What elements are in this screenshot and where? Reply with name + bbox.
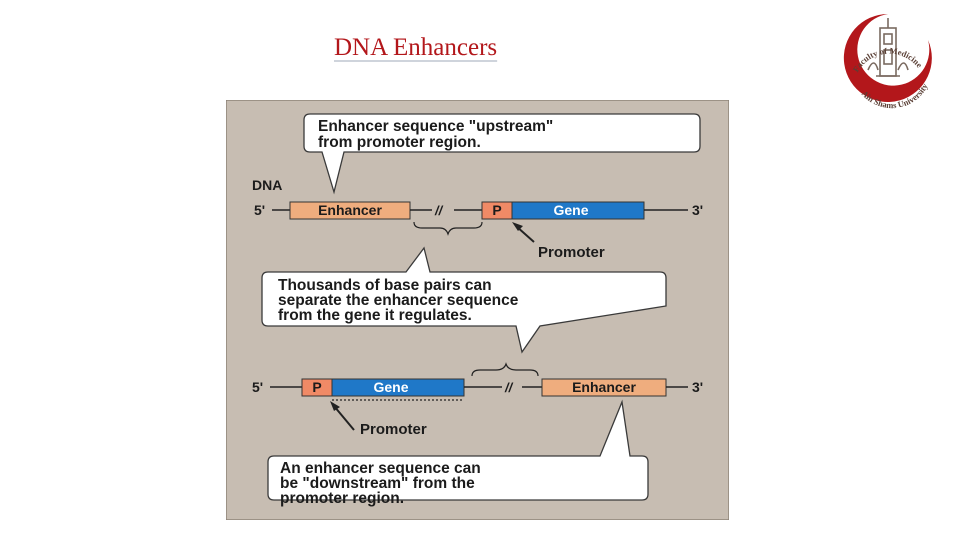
callout-middle: Thousands of base pairs can separate the…	[261, 246, 667, 354]
strand1-promoter-letter: P	[492, 202, 501, 218]
callout-downstream-line2: be "downstream" from the	[280, 475, 475, 492]
slide-title: DNA Enhancers	[334, 34, 498, 61]
strand2-three-prime: 3'	[692, 379, 703, 395]
strand2-gap-brace	[471, 362, 539, 377]
logo-emblem: Faculty of Medicine Ain Shams University	[843, 13, 932, 110]
dna-label: DNA	[252, 177, 282, 193]
tower-emblem	[867, 18, 909, 77]
enhancer-diagram: Enhancer sequence "upstream" from promot…	[226, 100, 729, 520]
strand2-enhancer-label: Enhancer	[572, 379, 636, 395]
callout-upstream-line2: from promoter region.	[318, 134, 481, 151]
strand2-promoter-letter: P	[312, 379, 321, 395]
strand1-promoter-label: Promoter	[538, 244, 605, 261]
strand2-gene-label: Gene	[373, 379, 408, 395]
dna-strand-downstream: 5' P Gene // Enhancer 3' Promoter	[252, 362, 703, 438]
strand1-gene-label: Gene	[553, 202, 588, 218]
callout-downstream-line3: promoter region.	[280, 490, 404, 507]
strand1-three-prime: 3'	[692, 202, 703, 218]
callout-middle-line3: from the gene it regulates.	[278, 307, 472, 324]
strand1-gap-brace	[413, 221, 483, 236]
strand1-break-symbol: //	[434, 203, 444, 218]
callout-upstream: Enhancer sequence "upstream" from promot…	[303, 113, 701, 195]
strand2-promoter-label: Promoter	[360, 421, 427, 438]
callout-middle-line2: separate the enhancer sequence	[278, 292, 519, 309]
callout-downstream-line1: An enhancer sequence can	[280, 460, 481, 477]
strand2-five-prime: 5'	[252, 379, 263, 395]
crescent-shape	[843, 13, 932, 102]
callout-upstream-line1: Enhancer sequence "upstream"	[318, 118, 553, 135]
strand2-break-symbol: //	[504, 380, 514, 395]
strand1-enhancer-label: Enhancer	[318, 202, 382, 218]
strand1-five-prime: 5'	[254, 202, 265, 218]
logo-text-top: Faculty of Medicine	[851, 45, 925, 73]
dna-strand-upstream: 5' Enhancer // P Gene 3' Promoter	[254, 201, 703, 261]
callout-middle-line1: Thousands of base pairs can	[278, 277, 492, 294]
university-logo: Faculty of Medicine Ain Shams University	[838, 10, 938, 110]
callout-downstream: An enhancer sequence can be "downstream"…	[267, 399, 649, 507]
